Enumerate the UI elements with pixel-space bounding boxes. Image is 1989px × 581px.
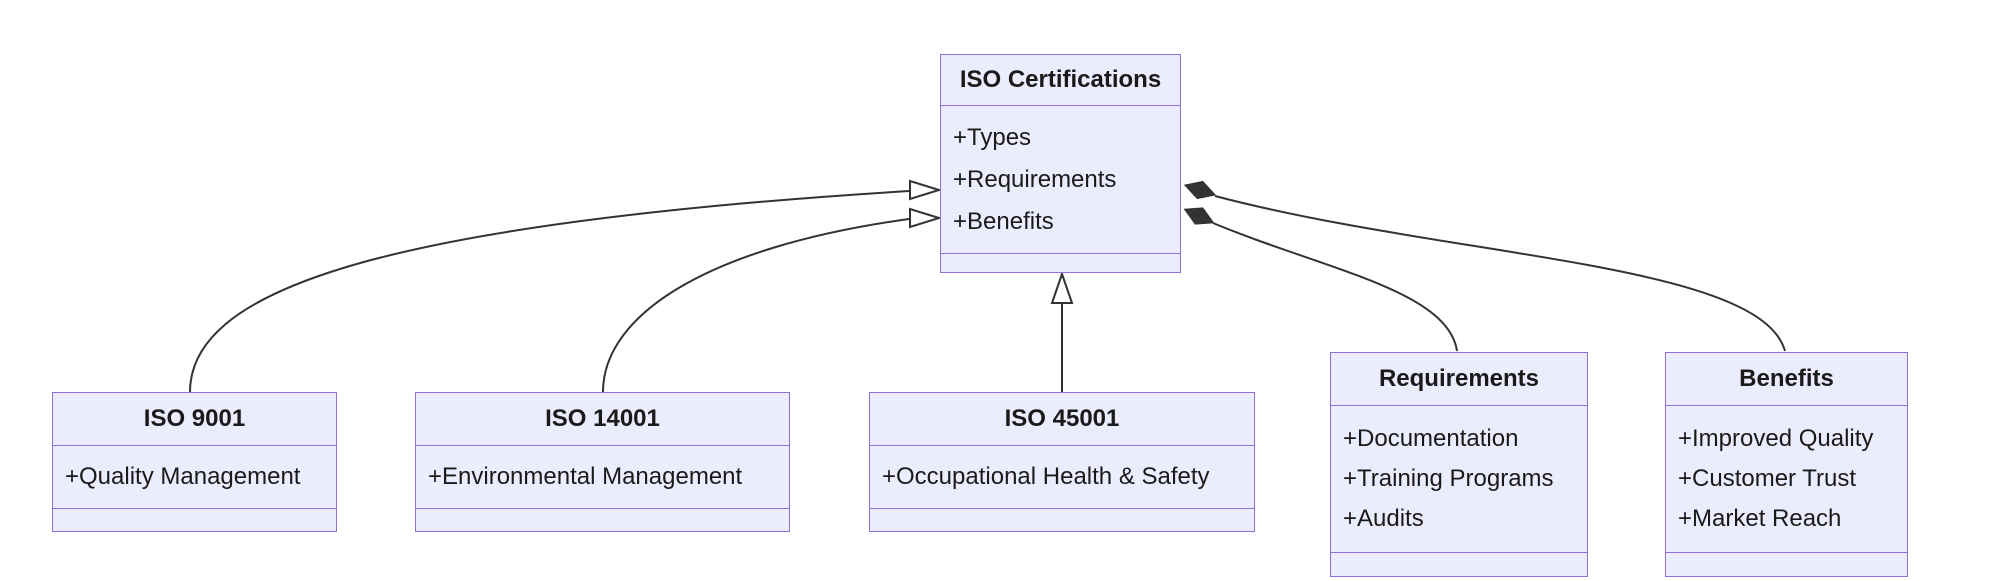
- class-methods-empty: [53, 509, 336, 531]
- class-node-iso-45001: ISO 45001 +Occupational Health & Safety: [869, 392, 1255, 532]
- class-methods-empty: [416, 509, 789, 531]
- edge-composition-requirements: [1212, 222, 1458, 352]
- class-attribute: +Environmental Management: [428, 463, 743, 490]
- inheritance-arrowhead-icon: [909, 179, 943, 201]
- inheritance-arrowhead-icon: [909, 207, 943, 229]
- class-attribute: +Benefits: [953, 207, 1054, 235]
- composition-diamond-icon: [1183, 207, 1215, 225]
- class-title: Benefits: [1666, 353, 1907, 406]
- edge-inheritance-iso14001: [602, 218, 910, 393]
- class-node-iso-9001: ISO 9001 +Quality Management: [52, 392, 337, 532]
- class-node-requirements: Requirements +Documentation +Training Pr…: [1330, 352, 1588, 577]
- class-node-iso-14001: ISO 14001 +Environmental Management: [415, 392, 790, 532]
- class-attribute: +Documentation: [1343, 425, 1519, 452]
- class-attribute: +Customer Trust: [1678, 465, 1857, 492]
- edge-inheritance-iso9001: [189, 190, 910, 393]
- edge-composition-benefits: [1214, 195, 1786, 352]
- class-title: ISO Certifications: [941, 55, 1180, 106]
- class-methods-empty: [1666, 553, 1907, 576]
- inheritance-arrowhead-icon: [1050, 270, 1074, 304]
- class-attribute: +Audits: [1343, 505, 1424, 532]
- class-attribute: +Improved Quality: [1678, 425, 1874, 452]
- class-attribute: +Occupational Health & Safety: [882, 463, 1210, 490]
- class-attribute: +Training Programs: [1343, 465, 1554, 492]
- class-attribute: +Quality Management: [65, 463, 301, 490]
- class-attribute: +Market Reach: [1678, 505, 1842, 532]
- class-title: ISO 45001: [870, 393, 1254, 446]
- class-methods-empty: [941, 254, 1180, 272]
- class-attribute: +Types: [953, 123, 1032, 151]
- composition-diamond-icon: [1183, 180, 1217, 200]
- class-attribute: +Requirements: [953, 165, 1117, 193]
- class-methods-empty: [1331, 553, 1587, 576]
- class-node-iso-certifications: ISO Certifications +Types +Requirements …: [940, 54, 1181, 273]
- class-title: Requirements: [1331, 353, 1587, 406]
- class-title: ISO 14001: [416, 393, 789, 446]
- class-node-benefits: Benefits +Improved Quality +Customer Tru…: [1665, 352, 1908, 577]
- class-title: ISO 9001: [53, 393, 336, 446]
- class-methods-empty: [870, 509, 1254, 531]
